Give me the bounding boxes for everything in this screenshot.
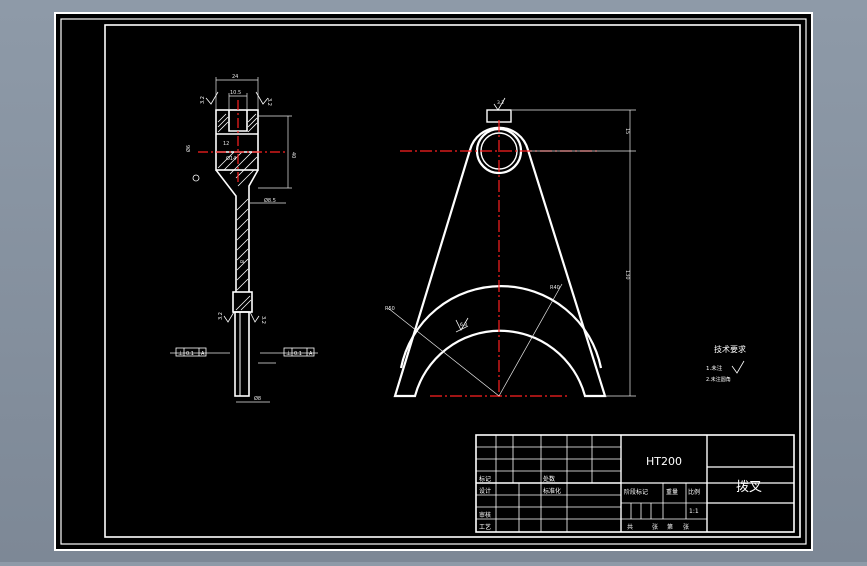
side-dimensions (170, 77, 318, 403)
material-label: HT200 (646, 455, 682, 468)
title-block (475, 434, 795, 533)
tol-right-datum: A (309, 351, 313, 357)
dim-height-12: 12 (223, 141, 229, 147)
roughness-symbols-side (205, 91, 269, 323)
tol-right-value: 0.1 (294, 351, 302, 357)
tol-left-symbol: ⊥ (178, 350, 183, 357)
dim-stem: Ø8.5 (264, 197, 276, 204)
side-top-block (215, 109, 259, 171)
dim-hole-dia: Ø14 (226, 155, 236, 162)
dim-arc-outer: R50 (385, 306, 395, 312)
dim-web: 8 (238, 260, 244, 263)
label-design: 设计 (479, 487, 491, 495)
dim-slot-width: 10.5 (230, 90, 241, 96)
title-block-texts: HT200 拨叉 标记 处数 设计 标准化 审核 工艺 阶段标记 重量 比例 1… (479, 455, 762, 531)
roughness-top-left: 3.2 (200, 96, 206, 104)
side-centerlines (198, 100, 285, 182)
notes-item-1: 1.未注 (706, 364, 723, 372)
tol-right-symbol: ⊥ (286, 350, 291, 357)
dim-height-40: 40 (290, 152, 296, 158)
label-sheet-of: 第 (667, 523, 673, 531)
side-taper (215, 169, 237, 292)
roughness-symbols-front (455, 97, 506, 331)
scale-value: 1:1 (689, 508, 699, 515)
dim-top-offset: 15 (624, 128, 630, 134)
dim-left-dia: Ø6 (185, 145, 192, 152)
label-process: 工艺 (479, 523, 491, 531)
part-name: 拨叉 (736, 480, 762, 495)
notes-roughness-icon (731, 360, 745, 374)
label-weight: 重量 (666, 488, 678, 496)
label-scale: 比例 (688, 488, 700, 496)
notes-title: 技术要求 (714, 344, 746, 354)
dim-top-width: 24 (232, 74, 238, 80)
datum-circle (192, 174, 200, 182)
roughness-front-top: 3.2 (497, 100, 504, 106)
dim-bottom-dia: Ø8 (254, 395, 261, 402)
technical-notes: 技术要求 1.未注 2.未注圆角 (706, 344, 746, 383)
roughness-mid-left: 3.2 (218, 312, 224, 320)
roughness-front-arc: 6.3 (460, 322, 467, 328)
dim-arc-inner: R40 (550, 285, 560, 291)
label-review: 审核 (479, 511, 491, 519)
roughness-mid-right: 3.2 (260, 316, 266, 324)
tol-left-value: 0.1 (186, 351, 194, 357)
front-arc-outer (399, 285, 603, 369)
tolerance-frame-right: ⊥ 0.1 A (283, 347, 315, 357)
front-dim-texts: 15 130 R50 R40 (385, 128, 630, 312)
dim-total-height: 130 (624, 270, 630, 280)
side-hatching (217, 113, 258, 311)
roughness-top-right: 3.2 (266, 98, 272, 106)
drawing-sheet (54, 12, 813, 551)
label-stage-mark: 阶段标记 (624, 488, 648, 496)
front-outline (393, 126, 607, 398)
sheet-outer-border (60, 18, 807, 545)
label-mark: 标记 (479, 475, 491, 483)
tol-left-datum: A (201, 351, 205, 357)
label-sheet-total: 共 (627, 523, 633, 531)
tolerance-frame-left: ⊥ 0.1 A (175, 347, 207, 357)
label-sheet: 张 (652, 523, 658, 531)
label-count: 处数 (543, 475, 555, 483)
label-sheet2: 张 (683, 523, 689, 531)
side-bottom-pad (234, 311, 250, 397)
sheet-inner-border (104, 24, 801, 538)
notes-item-2: 2.未注圆角 (706, 376, 731, 383)
side-dim-texts: 24 10.5 12 Ø14 40 Ø8.5 Ø6 Ø8 8 (185, 74, 296, 402)
label-standard: 标准化 (543, 487, 561, 495)
